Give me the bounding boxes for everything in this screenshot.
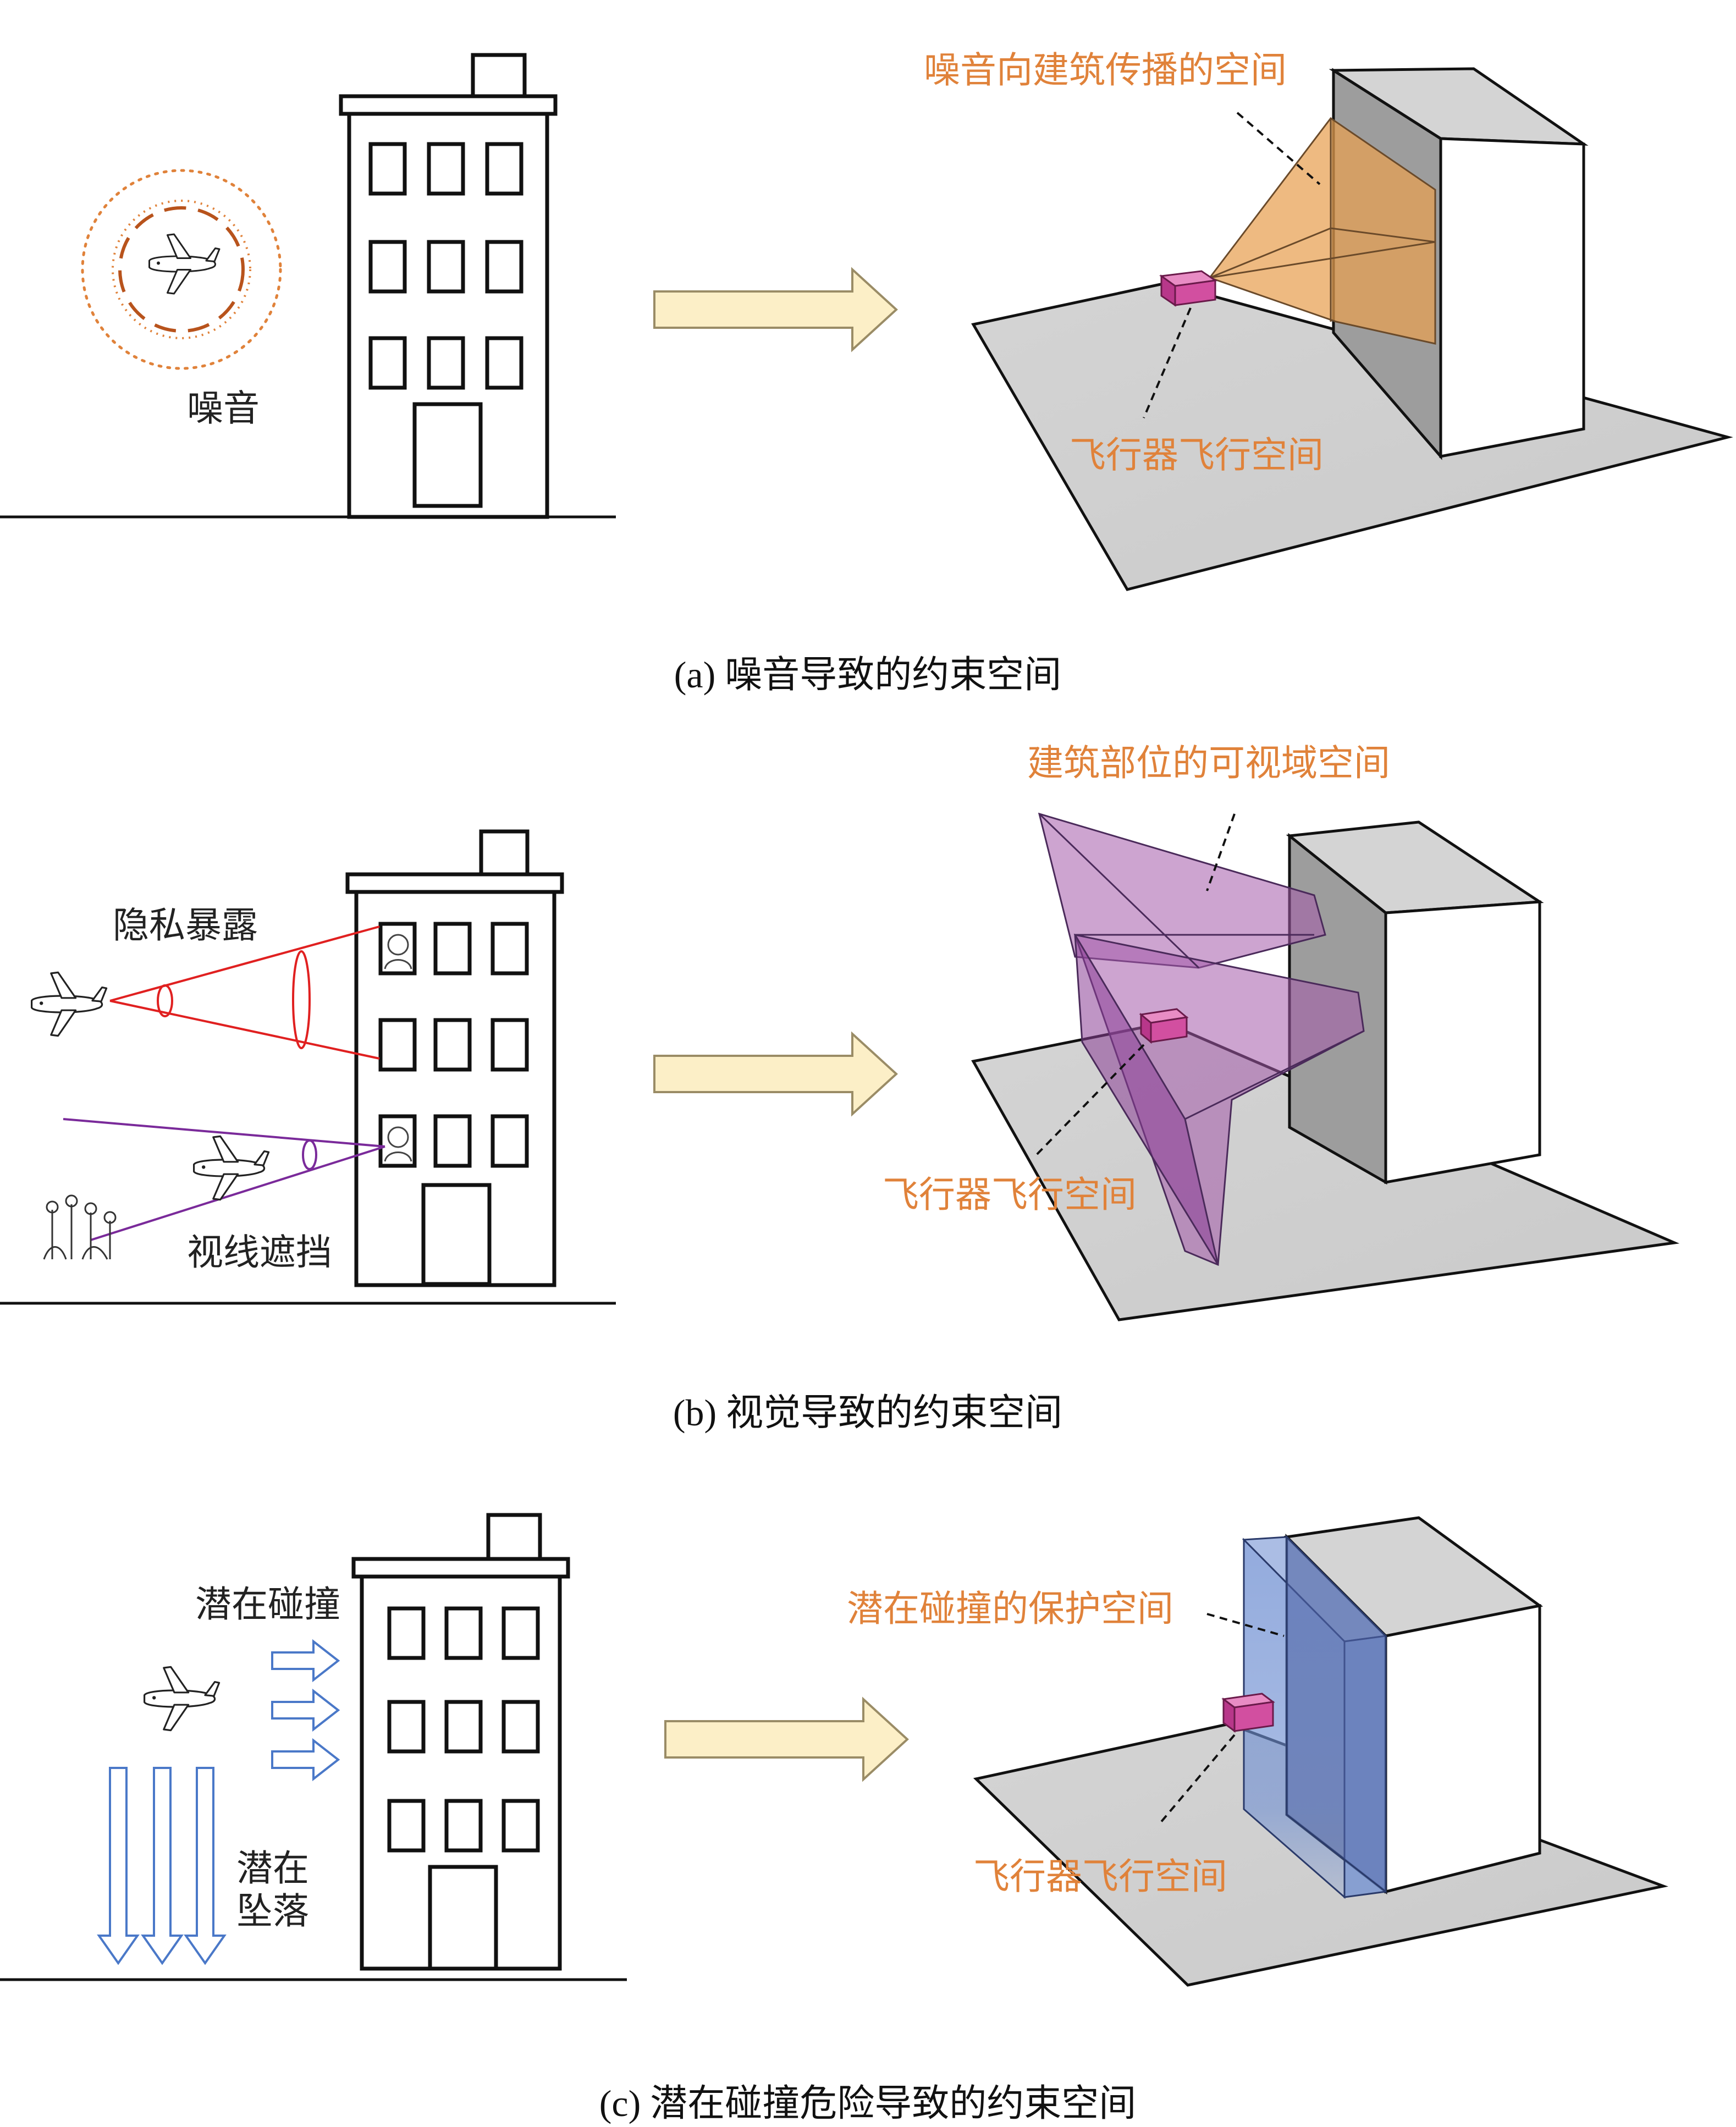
aircraft-box — [1139, 1008, 1189, 1044]
noise-rings — [81, 169, 282, 370]
collision-arrows — [271, 1639, 340, 1782]
fall-label-line2: 坠落 — [236, 1890, 309, 1932]
caption-c: (c) 潜在碰撞危险导致的约束空间 — [599, 2082, 1136, 2124]
flight-space-label: 飞行器飞行空间 — [1070, 434, 1324, 476]
building-icon — [339, 53, 558, 519]
aircraft-box — [1159, 270, 1218, 307]
airplane-icon — [193, 1135, 270, 1201]
sightline-blocked-label: 视线遮挡 — [187, 1231, 332, 1274]
panel-b-scene: 隐私暴露 视线遮挡 — [0, 829, 616, 1305]
aircraft-box — [1221, 1693, 1275, 1733]
visibility-label: 建筑部位的可视域空间 — [1027, 742, 1390, 784]
panel-b-3d-model: 建筑部位的可视域空间 飞行器飞行空间 — [883, 742, 1680, 1321]
panel-a-3d-model: 噪音向建筑传播的空间 飞行器飞行空间 — [924, 49, 1733, 591]
flower-icon — [43, 1194, 117, 1260]
leader-line — [1159, 1734, 1236, 1824]
privacy-exposure-ray — [109, 925, 380, 1060]
airplane-icon — [30, 971, 108, 1037]
transition-arrow-icon — [664, 1696, 909, 1782]
fall-arrows — [97, 1767, 227, 1965]
caption-a: (a) 噪音导致的约束空间 — [674, 654, 1061, 696]
panel-a-scene: 噪音 — [0, 53, 616, 519]
sightline-ray — [63, 1118, 385, 1241]
transition-arrow-icon — [653, 267, 898, 352]
protection-label: 潜在碰撞的保护空间 — [847, 1588, 1173, 1630]
leader-line — [1206, 813, 1236, 891]
panel-c-scene: 潜在碰撞 潜在 坠落 — [0, 1513, 627, 1981]
caption-b: (b) 视觉导致的约束空间 — [673, 1392, 1062, 1434]
protection-volume — [1242, 1535, 1388, 1899]
panel-b: 隐私暴露 视线遮挡 — [0, 742, 1680, 1434]
collision-label: 潜在碰撞 — [195, 1583, 340, 1625]
propagation-label: 噪音向建筑传播的空间 — [924, 49, 1287, 91]
person-icon — [384, 1126, 412, 1162]
privacy-exposure-label: 隐私暴露 — [113, 904, 258, 946]
leader-line — [1236, 112, 1321, 185]
flight-space-label: 飞行器飞行空间 — [883, 1173, 1137, 1216]
panel-a: 噪音 噪音向 — [0, 49, 1733, 696]
panel-c-3d-model: 潜在碰撞的保护空间 飞行器飞行空间 — [847, 1516, 1668, 1987]
leader-line — [1143, 307, 1192, 418]
building-icon — [345, 829, 564, 1287]
transition-arrow-icon — [653, 1031, 898, 1117]
airplane-icon — [148, 233, 221, 295]
panel-c: 潜在碰撞 潜在 坠落 潜 — [0, 1513, 1668, 2124]
person-icon — [384, 934, 412, 969]
airplane-icon — [144, 1666, 221, 1732]
noise-propagation-volume — [1208, 117, 1436, 345]
noise-label: 噪音 — [187, 387, 260, 429]
leader-line — [1206, 1613, 1285, 1637]
ground-plane — [971, 282, 1733, 591]
flight-space-label: 飞行器飞行空间 — [973, 1855, 1227, 1898]
building-icon — [351, 1513, 570, 1971]
fall-label-line1: 潜在 — [236, 1847, 309, 1889]
